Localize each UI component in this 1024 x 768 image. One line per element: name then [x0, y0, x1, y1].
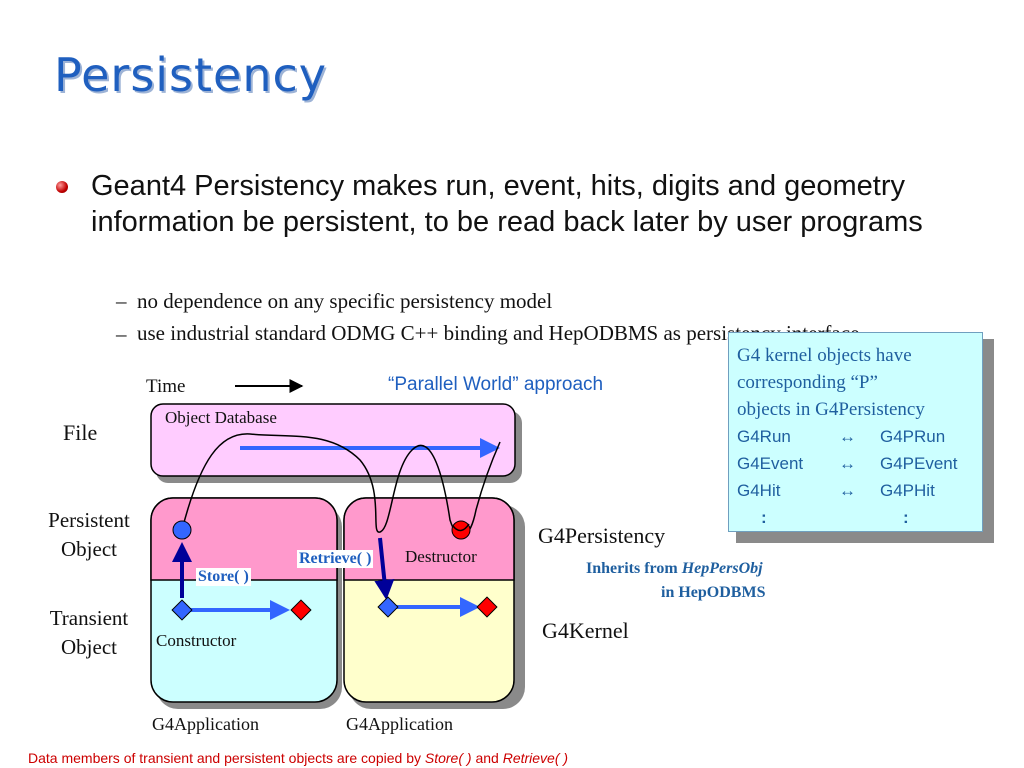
main-bullet-text: Geant4 Persistency makes run, event, hit…: [91, 170, 923, 238]
file-database-box: [150, 403, 516, 477]
footer-store: Store( ): [424, 750, 472, 766]
retrieve-arrow: [374, 537, 395, 600]
note-mapping-row: G4Hit ↔ G4PHit: [737, 477, 976, 504]
inherits-class: HepPersObj: [681, 560, 763, 577]
kernel-class: G4Run: [737, 427, 791, 446]
transient-object-diamond: [377, 596, 399, 618]
persistent-object-circle: [172, 520, 192, 540]
constructor-label: Constructor: [156, 631, 237, 650]
subbullet-2: use industrial standard ODMG C++ binding…: [137, 322, 860, 345]
persistent-class: G4PEvent: [880, 454, 958, 473]
footer-text: and: [471, 750, 503, 766]
inherits-label: Inherits from HepPersObj: [586, 560, 763, 578]
transient-object-diamond: [171, 599, 193, 621]
object-database-label: Object Database: [165, 408, 277, 427]
persistent-object-label: Persistent Object: [48, 508, 130, 561]
persistent-class: G4PRun: [880, 427, 946, 446]
double-arrow-icon: ↔: [839, 454, 856, 473]
transient-object-diamond-end: [290, 599, 312, 621]
inherits-prefix: Inherits from: [586, 560, 682, 577]
persistent-class: G4PHit: [880, 481, 935, 500]
kernel-class: G4Hit: [737, 481, 781, 500]
footer-retrieve: Retrieve( ): [502, 750, 569, 766]
ellipsis: :: [761, 508, 767, 527]
persistent-box-right: [343, 497, 515, 581]
subbullet-marker: –: [116, 289, 127, 313]
g4kernel-label: G4Kernel: [542, 618, 629, 643]
slide-title: Persistency: [54, 48, 328, 102]
footer-note: Data members of transient and persistent…: [28, 750, 568, 766]
g4application-label-1: G4Application: [152, 714, 259, 734]
retrieve-label: Retrieve( ): [297, 550, 374, 568]
kernel-class: G4Event: [737, 454, 804, 473]
bullet-dot-icon: [56, 181, 68, 193]
file-label: File: [63, 420, 98, 445]
store-label: Store( ): [196, 568, 251, 586]
destructor-check-mark: [452, 523, 470, 532]
time-label: Time: [146, 376, 186, 397]
ellipsis: :: [903, 508, 909, 527]
double-arrow-icon: ↔: [839, 427, 856, 446]
g4persistency-label: G4Persistency: [538, 523, 666, 548]
note-mapping-row: G4Run ↔ G4PRun: [737, 423, 976, 450]
transient-object-label: Transient Object: [49, 606, 129, 659]
destructor-label: Destructor: [405, 547, 477, 566]
parallel-world-label: “Parallel World” approach: [388, 374, 604, 395]
subbullet-marker: –: [116, 322, 127, 346]
note-line: objects in G4Persistency: [737, 399, 925, 420]
kernel-objects-note: G4 kernel objects have corresponding “P”…: [728, 332, 983, 532]
double-arrow-icon: ↔: [839, 481, 856, 500]
note-mapping-row: G4Event ↔ G4PEvent: [737, 450, 976, 477]
footer-text: Data members of transient and persistent…: [28, 750, 425, 766]
note-ellipsis-row: ::: [737, 504, 976, 531]
note-line: G4 kernel objects have: [737, 345, 912, 366]
subbullet-1: no dependence on any specific persistenc…: [137, 289, 553, 313]
note-line: corresponding “P”: [737, 372, 878, 393]
inherits-suffix: in HepODBMS: [661, 584, 766, 601]
transient-object-diamond-end: [476, 596, 498, 618]
g4application-label-2: G4Application: [346, 714, 453, 734]
persistent-box-left: [150, 497, 338, 581]
